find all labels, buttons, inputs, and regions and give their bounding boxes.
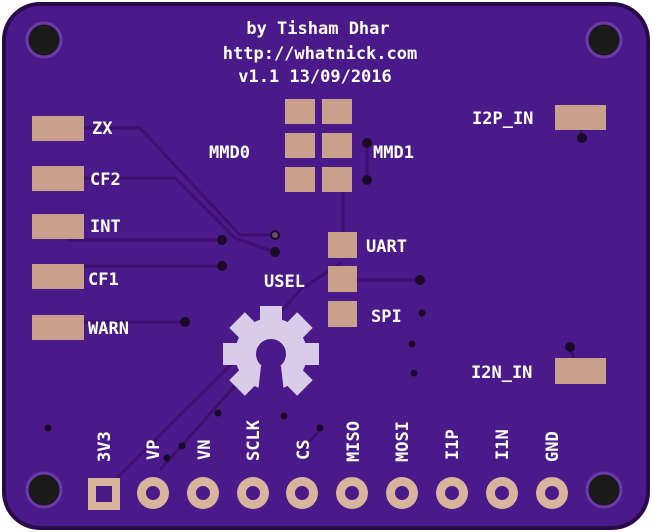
mode-pad-spi[interactable]: SPI [328, 301, 402, 327]
left-pad-zx[interactable]: ZX [32, 116, 113, 141]
version-label: v1.1 13/09/2016 [238, 67, 392, 87]
mode-pad-usel[interactable]: USEL [264, 266, 357, 292]
pin-label-vp: VP [144, 440, 164, 460]
mounting-hole-icon [25, 21, 623, 509]
pin-label-sclk: SCLK [244, 419, 264, 461]
pin-label-3v3: 3V3 [95, 431, 115, 462]
svg-text:CF2: CF2 [90, 170, 121, 190]
left-pad-cf1[interactable]: CF1 [32, 264, 119, 290]
mmd0-label: MMD0 [209, 143, 250, 163]
pin-label-cs: CS [294, 440, 314, 460]
svg-text:ZX: ZX [92, 119, 113, 139]
mode-pad-uart[interactable]: UART [328, 232, 407, 258]
mmd1-label: MMD1 [373, 143, 414, 163]
pad-i2p-in[interactable]: I2P_IN [472, 105, 606, 130]
header-pins-round[interactable] [137, 477, 568, 509]
mmd-pad-grid[interactable] [285, 99, 352, 192]
svg-text:CF1: CF1 [88, 270, 119, 290]
header-pin-3v3[interactable] [88, 478, 120, 510]
pin-label-i1p: I1P [443, 429, 463, 460]
svg-text:WARN: WARN [88, 319, 129, 339]
author-label: by Tisham Dhar [246, 19, 389, 39]
pad-i2n-in[interactable]: I2N_IN [471, 358, 606, 384]
svg-text:USEL: USEL [264, 272, 305, 292]
board-surface [6, 6, 646, 526]
svg-text:I2P_IN: I2P_IN [472, 109, 533, 129]
svg-text:UART: UART [366, 237, 407, 257]
left-pad-warn[interactable]: WARN [32, 315, 129, 340]
url-label: http://whatnick.com [223, 44, 417, 64]
pin-label-i1n: I1N [493, 429, 513, 460]
svg-text:INT: INT [90, 217, 121, 237]
pin-label-miso: MISO [344, 421, 364, 462]
pin-label-mosi: MOSI [393, 421, 413, 462]
pin-label-gnd: GND [543, 431, 563, 462]
svg-text:I2N_IN: I2N_IN [471, 363, 532, 383]
left-pad-int[interactable]: INT [32, 214, 121, 239]
left-pad-cf2[interactable]: CF2 [32, 166, 121, 191]
open-hardware-gear-icon [223, 306, 319, 402]
svg-text:SPI: SPI [371, 307, 402, 327]
vias [44, 133, 587, 462]
pin-label-vn: VN [195, 440, 215, 460]
